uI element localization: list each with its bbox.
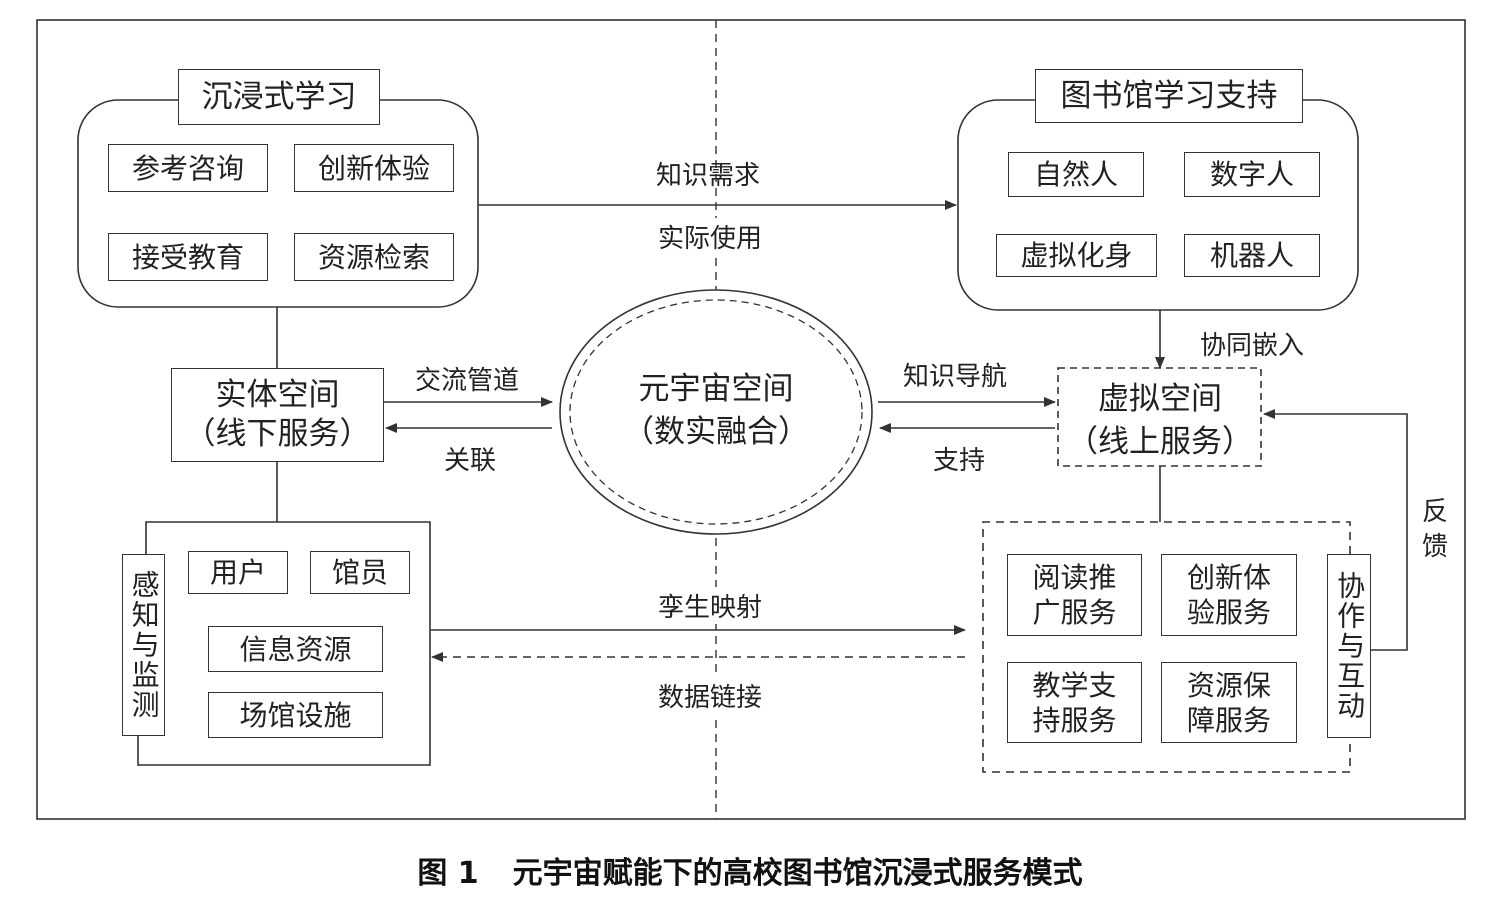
perception-monitoring-title: 感知与监测 — [122, 554, 165, 736]
library-support-title: 图书馆学习支持 — [1035, 69, 1303, 123]
metaverse-ellipse-inner — [569, 299, 863, 525]
virtual-space-line2: （线上服务） — [1067, 424, 1253, 461]
item-innovation-experience-service: 创新体 验服务 — [1161, 554, 1297, 636]
item-user: 用户 — [188, 551, 288, 594]
collaboration-interaction-text: 协作与互动 — [1333, 571, 1367, 721]
label-knowledge-demand: 知识需求 — [656, 161, 761, 191]
immersive-learning-title: 沉浸式学习 — [178, 69, 380, 125]
teaching-support-line1: 教学支 — [1032, 668, 1117, 702]
item-teaching-support-service: 教学支 持服务 — [1007, 662, 1142, 743]
item-information-resources: 信息资源 — [208, 626, 383, 672]
item-reading-promotion-service: 阅读推 广服务 — [1007, 554, 1142, 636]
item-robot: 机器人 — [1184, 234, 1320, 277]
label-feedback: 反馈 — [1420, 495, 1450, 566]
figure-caption: 图 1 元宇宙赋能下的高校图书馆沉浸式服务模式 — [0, 848, 1500, 892]
figure-title: 元宇宙赋能下的高校图书馆沉浸式服务模式 — [512, 856, 1083, 891]
collaboration-interaction-title: 协作与互动 — [1327, 554, 1371, 738]
metaverse-space-line1: 元宇宙空间 — [638, 371, 794, 407]
virtual-space-line1: 虚拟空间 — [1098, 381, 1222, 417]
collaboration-area-frame — [982, 521, 1351, 773]
physical-space-line1: 实体空间 — [215, 377, 340, 414]
perception-area-frame — [137, 521, 431, 766]
resource-guarantee-line2: 障服务 — [1186, 703, 1271, 737]
item-natural-person: 自然人 — [1008, 152, 1144, 197]
label-data-link: 数据链接 — [656, 677, 765, 714]
perception-monitoring-text: 感知与监测 — [127, 570, 161, 720]
item-venue-facilities: 场馆设施 — [208, 692, 383, 738]
innovation-experience-line1: 创新体 — [1186, 561, 1271, 594]
item-digital-human: 数字人 — [1184, 152, 1320, 197]
teaching-support-line2: 持服务 — [1032, 703, 1117, 737]
metaverse-space-text: 元宇宙空间 （数实融合） — [586, 368, 846, 455]
reading-promotion-line2: 广服务 — [1032, 596, 1117, 629]
metaverse-space-line2: （数实融合） — [623, 414, 809, 451]
item-receive-education: 接受教育 — [108, 233, 268, 281]
outer-frame — [36, 19, 1466, 820]
item-innovation-experience: 创新体验 — [294, 144, 454, 192]
item-librarian: 馆员 — [310, 551, 410, 594]
label-exchange-channel: 交流管道 — [415, 360, 520, 397]
item-reference-consulting: 参考咨询 — [108, 144, 268, 192]
library-support-container — [957, 99, 1359, 311]
label-collaborative-embedding: 协同嵌入 — [1200, 325, 1305, 362]
item-virtual-avatar: 虚拟化身 — [996, 234, 1157, 277]
figure-number: 图 1 — [417, 856, 479, 891]
reading-promotion-line1: 阅读推 — [1032, 561, 1117, 594]
resource-guarantee-line1: 资源保 — [1186, 668, 1271, 702]
label-support: 支持 — [933, 440, 986, 477]
item-resource-guarantee-service: 资源保 障服务 — [1161, 662, 1297, 743]
arrow-feedback — [1263, 409, 1408, 651]
item-resource-retrieval: 资源检索 — [294, 233, 454, 281]
label-association: 关联 — [444, 440, 497, 477]
physical-space-line2: （线下服务） — [184, 416, 371, 452]
label-actual-use: 实际使用 — [656, 218, 765, 255]
metaverse-ellipse-outer — [559, 289, 873, 535]
physical-space-box: 实体空间 （线下服务） — [171, 368, 384, 462]
label-knowledge-navigation: 知识导航 — [903, 356, 1008, 393]
label-twin-mapping: 孪生映射 — [656, 587, 765, 624]
innovation-experience-line2: 验服务 — [1186, 596, 1271, 629]
virtual-space-text: 虚拟空间 （线上服务） — [1060, 378, 1260, 465]
virtual-space-box — [1057, 367, 1262, 467]
